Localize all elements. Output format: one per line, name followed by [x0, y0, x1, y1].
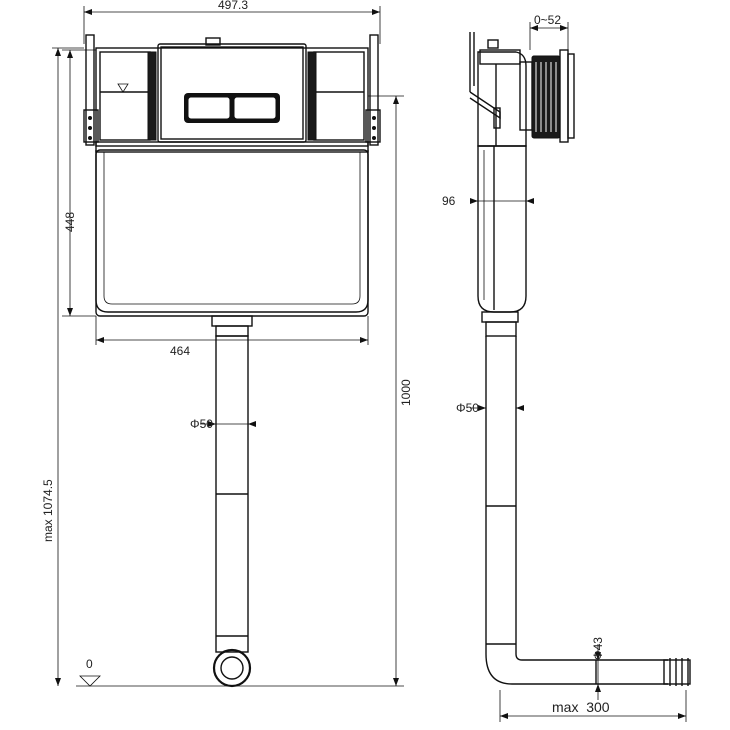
- dim-frame-width: 464: [170, 344, 190, 358]
- dim-outlet: Φ43: [591, 637, 605, 660]
- dim-cistern-height: 448: [63, 212, 77, 232]
- dim-depth: 96: [442, 194, 456, 208]
- front-view: 497.3: [41, 0, 413, 688]
- dim-pipe-side: Φ50: [456, 401, 479, 415]
- dim-max-height: max 1074.5: [41, 479, 55, 542]
- outlet-fitting: [663, 658, 691, 686]
- dim-total-width: 497.3: [218, 0, 248, 12]
- spring-coil: [531, 55, 561, 139]
- dim-max-outlet: max 300: [552, 699, 610, 715]
- dim-pipe-front: Φ50: [190, 417, 213, 431]
- dim-total-height: 1000: [399, 379, 413, 406]
- side-view: 0~52 96: [442, 13, 691, 722]
- dim-adjust: 0~52: [534, 13, 561, 27]
- dim-zero: 0: [86, 657, 93, 671]
